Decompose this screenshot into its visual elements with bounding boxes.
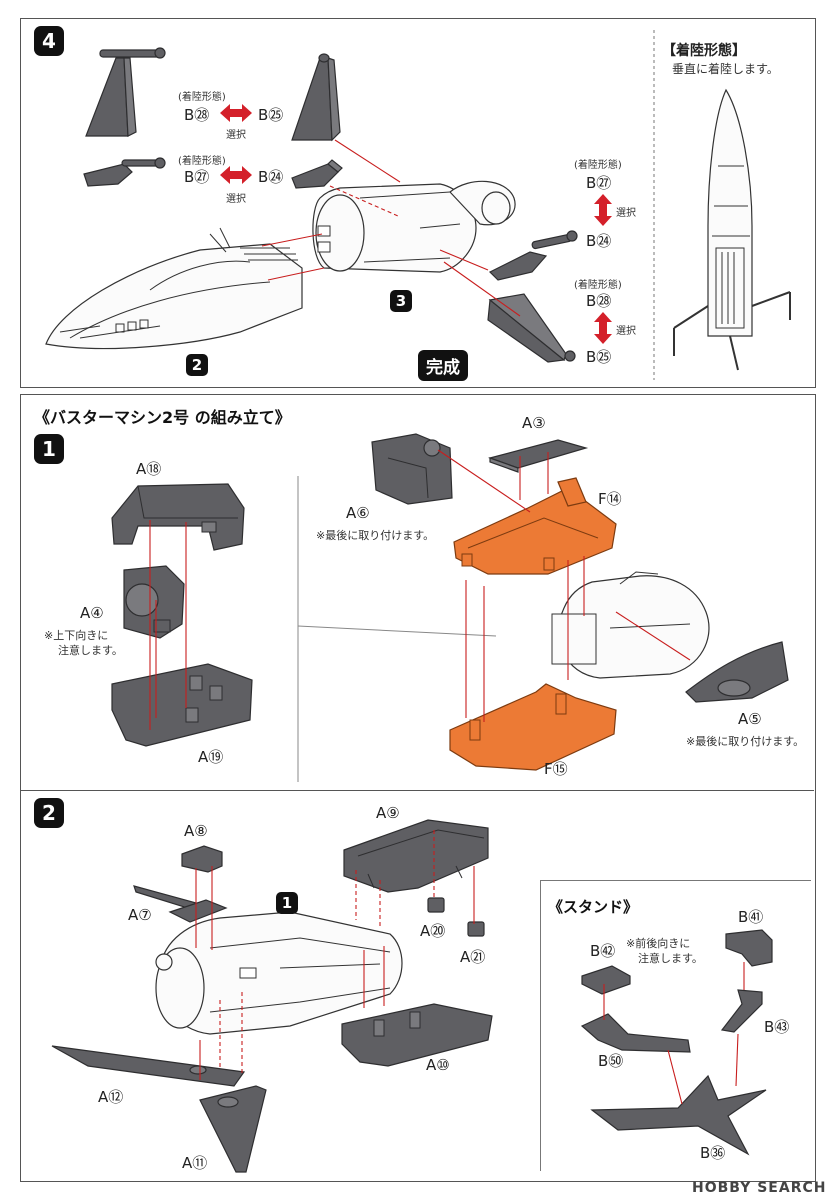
part-a3-illustration bbox=[487, 439, 589, 473]
pair1-left: B㉘ bbox=[184, 106, 210, 124]
right-pair2-bottom: B㉕ bbox=[586, 348, 612, 366]
label-a3: A③ bbox=[522, 414, 546, 432]
part-a10-illustration bbox=[341, 1003, 493, 1067]
part-b41-illustration bbox=[725, 929, 773, 967]
select-note-4: 選択 bbox=[616, 326, 636, 337]
a4-note-2: 注意します。 bbox=[58, 644, 123, 657]
right-pair1-top: B㉗ bbox=[586, 174, 612, 192]
stand-subpanel bbox=[540, 880, 811, 1171]
stand-title: 《スタンド》 bbox=[548, 898, 639, 916]
body-core-illustration bbox=[551, 571, 710, 679]
right-pair1-bottom: B㉔ bbox=[586, 232, 612, 250]
part-a5-illustration bbox=[685, 641, 789, 703]
nose-section-illustration bbox=[45, 227, 303, 350]
label-a11: A⑪ bbox=[182, 1154, 208, 1172]
part-a19-illustration bbox=[111, 663, 253, 747]
swap-arrow-icon bbox=[220, 166, 252, 184]
step4-badge: 4 bbox=[34, 26, 64, 56]
label-a20: A⑳ bbox=[420, 922, 446, 940]
step-separator bbox=[20, 790, 814, 791]
label-a10: A⑩ bbox=[426, 1056, 450, 1074]
select-note-3: 選択 bbox=[616, 208, 636, 219]
step1-right-arrows bbox=[437, 449, 691, 722]
select-note-1: 選択 bbox=[226, 130, 246, 141]
step1-divider bbox=[297, 476, 497, 782]
pair2-left: B㉗ bbox=[184, 168, 210, 186]
part-a18-illustration bbox=[111, 483, 245, 551]
assembly-badge-2: 2 bbox=[186, 354, 208, 376]
label-a4: A④ bbox=[80, 604, 104, 622]
a6-note: ※最後に取り付けます。 bbox=[316, 529, 435, 542]
step2-badge: 2 bbox=[34, 798, 64, 828]
landing-note-1: (着陸形態) bbox=[178, 92, 226, 103]
label-b36: B㊱ bbox=[700, 1144, 726, 1162]
landing-panel-caption: 垂直に着陸します。 bbox=[672, 62, 779, 76]
assembly-badge-3: 3 bbox=[390, 290, 412, 312]
label-a18: A⑱ bbox=[136, 460, 162, 478]
body-section-illustration bbox=[312, 180, 516, 273]
label-a21: A㉑ bbox=[460, 948, 486, 966]
label-a9: A⑨ bbox=[376, 804, 400, 822]
landing-ship-illustration bbox=[673, 88, 791, 371]
step2-assembly-badge: 1 bbox=[276, 892, 298, 914]
part-b51-illustration bbox=[580, 1013, 691, 1053]
fin-b24-right-illustration bbox=[488, 230, 578, 281]
section-title: 《バスターマシン2号 の組み立て》 bbox=[34, 408, 291, 427]
part-a8-illustration bbox=[181, 845, 223, 873]
part-a9-illustration bbox=[343, 819, 489, 893]
part-b43-illustration bbox=[720, 989, 763, 1033]
b42-note-2: 注意します。 bbox=[638, 952, 703, 965]
landing-note-4: (着陸形態) bbox=[574, 280, 622, 291]
a5-note: ※最後に取り付けます。 bbox=[686, 735, 805, 748]
label-a19: A⑲ bbox=[198, 748, 224, 766]
swap-arrow-icon bbox=[220, 104, 252, 122]
landing-note-3: (着陸形態) bbox=[574, 160, 622, 171]
b42-note-1: ※前後向きに bbox=[626, 937, 691, 950]
updown-arrow-icon bbox=[594, 194, 612, 226]
label-a6: A⑥ bbox=[346, 504, 370, 522]
fin-b24-illustration bbox=[291, 159, 343, 189]
part-a6-illustration bbox=[371, 433, 453, 505]
pair1-right: B㉕ bbox=[258, 106, 284, 124]
part-a21-illustration bbox=[467, 921, 485, 937]
label-b42: B㊷ bbox=[590, 942, 616, 960]
pair2-right: B㉔ bbox=[258, 168, 284, 186]
wing-b25-illustration bbox=[291, 53, 341, 142]
step1-left-arrows bbox=[149, 520, 187, 730]
part-f14-illustration bbox=[453, 477, 617, 575]
assembly-arrows-step4 bbox=[261, 139, 521, 317]
select-note-2: 選択 bbox=[226, 194, 246, 205]
fin-b27-illustration bbox=[83, 157, 166, 187]
a4-note-1: ※上下向きに bbox=[44, 629, 109, 642]
complete-label: 完成 bbox=[418, 350, 468, 381]
part-b42-illustration bbox=[581, 965, 631, 995]
landing-note-2: (着陸形態) bbox=[178, 156, 226, 167]
label-a5: A⑤ bbox=[738, 710, 762, 728]
label-a8: A⑧ bbox=[184, 822, 208, 840]
part-b36-illustration bbox=[590, 1074, 767, 1156]
wing-b28-illustration bbox=[85, 47, 166, 137]
label-a7: A⑦ bbox=[128, 906, 152, 924]
label-b51: B㊿ bbox=[598, 1052, 624, 1070]
part-f15-illustration bbox=[449, 683, 617, 771]
label-f14: F⑭ bbox=[598, 490, 622, 508]
right-pair2-top: B㉘ bbox=[586, 292, 612, 310]
step1-badge: 1 bbox=[34, 434, 64, 464]
label-b43: B㊸ bbox=[764, 1018, 790, 1036]
label-f15: F⑮ bbox=[544, 760, 568, 778]
landing-panel-title: 【着陸形態】 bbox=[662, 43, 746, 59]
watermark: HOBBY SEARCH bbox=[692, 1180, 827, 1196]
updown-arrow-icon bbox=[594, 312, 612, 344]
part-a11-illustration bbox=[199, 1085, 267, 1173]
part-a12-illustration bbox=[51, 1045, 246, 1087]
panel-divider bbox=[653, 30, 655, 380]
part-a20-illustration bbox=[427, 897, 445, 913]
label-a12: A⑫ bbox=[98, 1088, 124, 1106]
wing-b25-right-illustration bbox=[487, 293, 576, 363]
label-b41: B㊶ bbox=[738, 908, 764, 926]
